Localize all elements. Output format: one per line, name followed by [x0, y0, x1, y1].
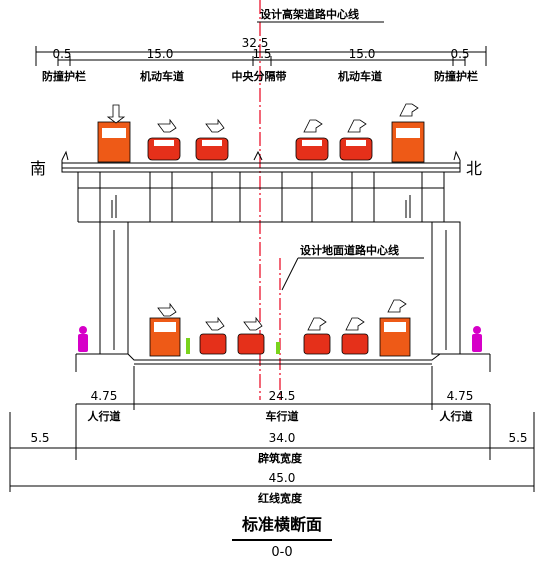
car-icon: [147, 118, 181, 161]
car-icon: [295, 119, 329, 161]
bus-icon: [379, 299, 411, 357]
sidewalk-right-label: 人行道: [440, 409, 473, 423]
upper-seg-2: 15.0: [147, 47, 174, 61]
sidewalk-left-label: 人行道: [88, 409, 121, 423]
section-title: 标准横断面: [241, 515, 322, 534]
lower-vehicles: [149, 299, 411, 357]
bus-icon: [391, 103, 425, 163]
sidewalk-right-dim: 4.75: [447, 389, 474, 403]
upper-label-4: 机动车道: [338, 69, 382, 83]
upper-seg-3: 1.5: [252, 47, 271, 61]
car-icon: [195, 118, 229, 161]
elevated-deck: [61, 150, 461, 223]
section-id: 0-0: [271, 545, 292, 560]
upper-dimension-group: [35, 46, 487, 66]
upper-vehicles: [97, 103, 425, 163]
tree-icon: [186, 338, 280, 354]
upper-seg-4: 15.0: [349, 47, 376, 61]
truck-icon: [149, 302, 181, 357]
pedestrian-icon: [78, 326, 88, 352]
car-icon: [339, 119, 373, 161]
car-icon: [341, 317, 369, 355]
elevated-centerline-label: 设计高架道路中心线: [260, 7, 359, 21]
truck-icon: [97, 104, 131, 163]
upper-total-dim: 32.5: [242, 36, 269, 50]
red-line-width-label: 红线宽度: [258, 491, 303, 505]
built-width-label: 辟筑宽度: [258, 451, 303, 465]
pedestrian-icon: [472, 326, 482, 352]
lower-dimension-group: [9, 366, 535, 492]
upper-label-1: 防撞护栏: [42, 69, 86, 83]
setback-right-dim: 5.5: [508, 431, 527, 445]
ground-road: [75, 353, 491, 372]
ground-centerline-label: 设计地面道路中心线: [300, 243, 399, 257]
built-width-dim: 34.0: [269, 431, 296, 445]
upper-label-2: 机动车道: [140, 69, 184, 83]
car-icon: [199, 316, 227, 355]
upper-label-5: 防撞护栏: [434, 69, 478, 83]
carriageway-dim: 24.5: [269, 389, 296, 403]
upper-seg-1: 0.5: [52, 47, 71, 61]
car-icon: [303, 317, 331, 355]
carriageway-label: 车行道: [266, 409, 299, 423]
ground-label-leader: [281, 257, 299, 291]
red-line-width-dim: 45.0: [269, 471, 296, 485]
sidewalk-left-dim: 4.75: [91, 389, 118, 403]
upper-label-3: 中央分隔带: [232, 69, 287, 83]
upper-seg-5: 0.5: [450, 47, 469, 61]
direction-south: 南: [30, 159, 46, 178]
setback-left-dim: 5.5: [30, 431, 49, 445]
direction-north: 北: [466, 159, 482, 178]
car-icon: [237, 316, 265, 355]
